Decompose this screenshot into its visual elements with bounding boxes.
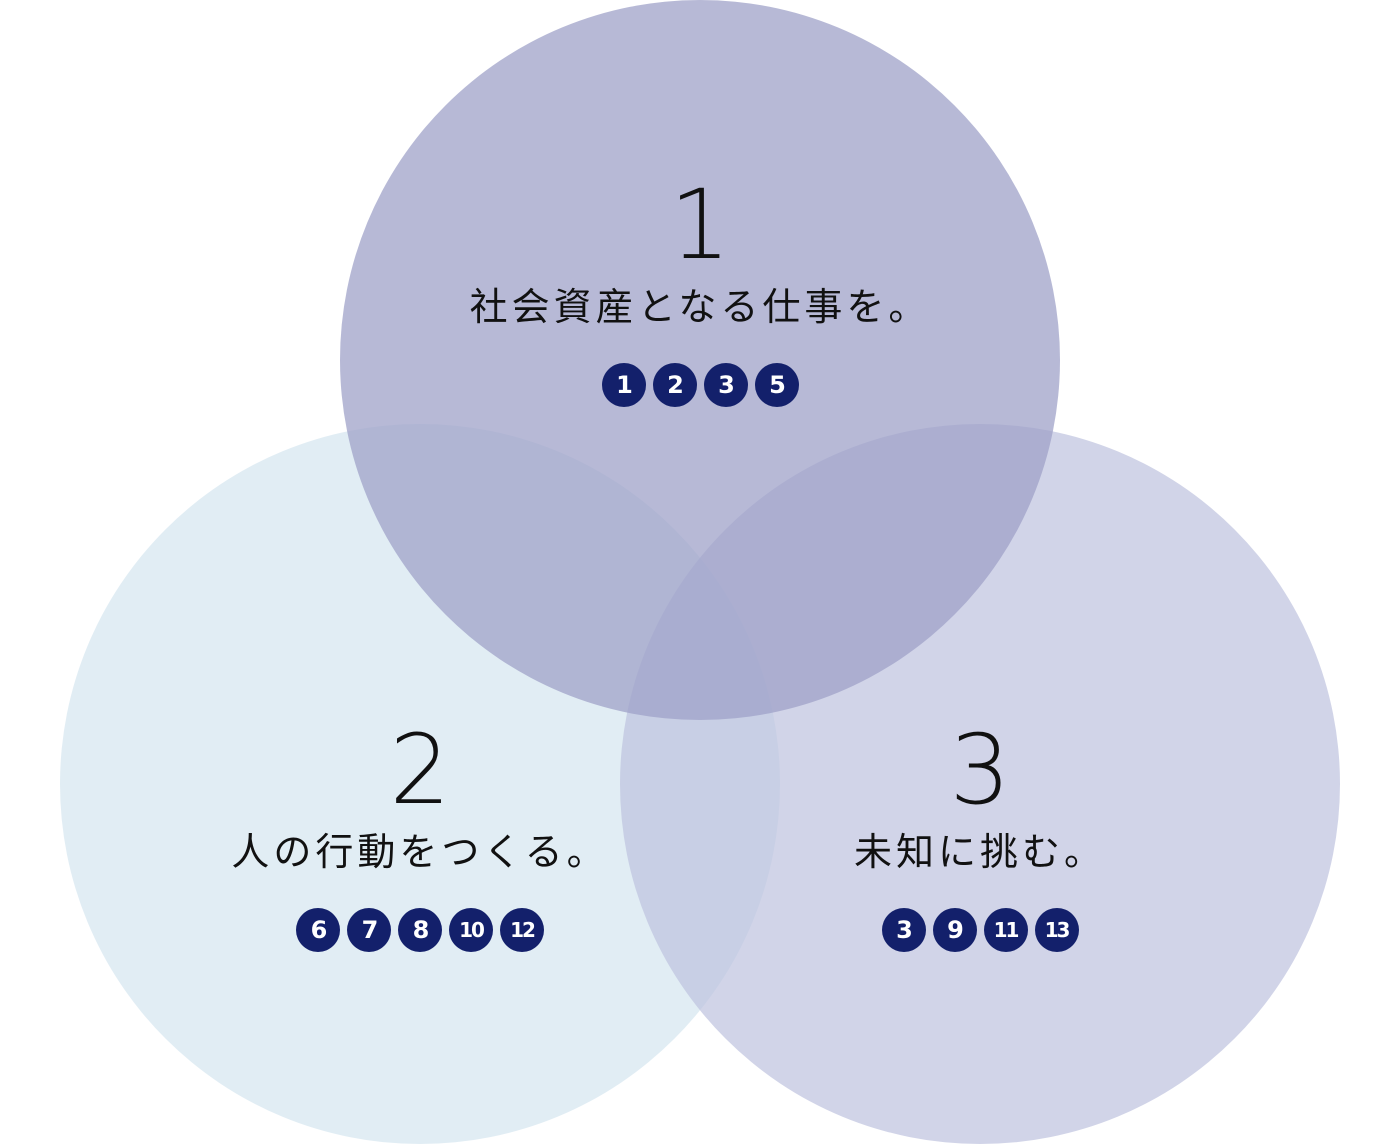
group-3-badge: 13 <box>1034 908 1079 952</box>
group-2-badge: 7 <box>347 908 391 952</box>
group-1-badge: 1 <box>601 363 646 407</box>
group-3-badge: 3 <box>881 908 926 952</box>
group-1-badge: 5 <box>754 363 799 407</box>
group-3-number: 3 <box>949 714 1011 826</box>
group-1-number: 1 <box>669 169 731 281</box>
group-3-title: 未知に挑む。 <box>853 830 1106 874</box>
group-2-number: 2 <box>389 714 451 826</box>
group-2-badge: 12 <box>500 908 544 952</box>
group-2-badge: 6 <box>296 908 340 952</box>
group-2-badge: 10 <box>449 908 493 952</box>
circle-group-1 <box>340 0 1060 720</box>
group-2-title: 人の行動をつくる。 <box>231 830 609 874</box>
group-1-badge: 3 <box>703 363 748 407</box>
group-3-badge: 9 <box>932 908 977 952</box>
group-1-badge: 2 <box>652 363 697 407</box>
group-2-badge: 8 <box>398 908 442 952</box>
group-1-title: 社会資産となる仕事を。 <box>469 285 931 329</box>
group-3-badge: 11 <box>983 908 1028 952</box>
